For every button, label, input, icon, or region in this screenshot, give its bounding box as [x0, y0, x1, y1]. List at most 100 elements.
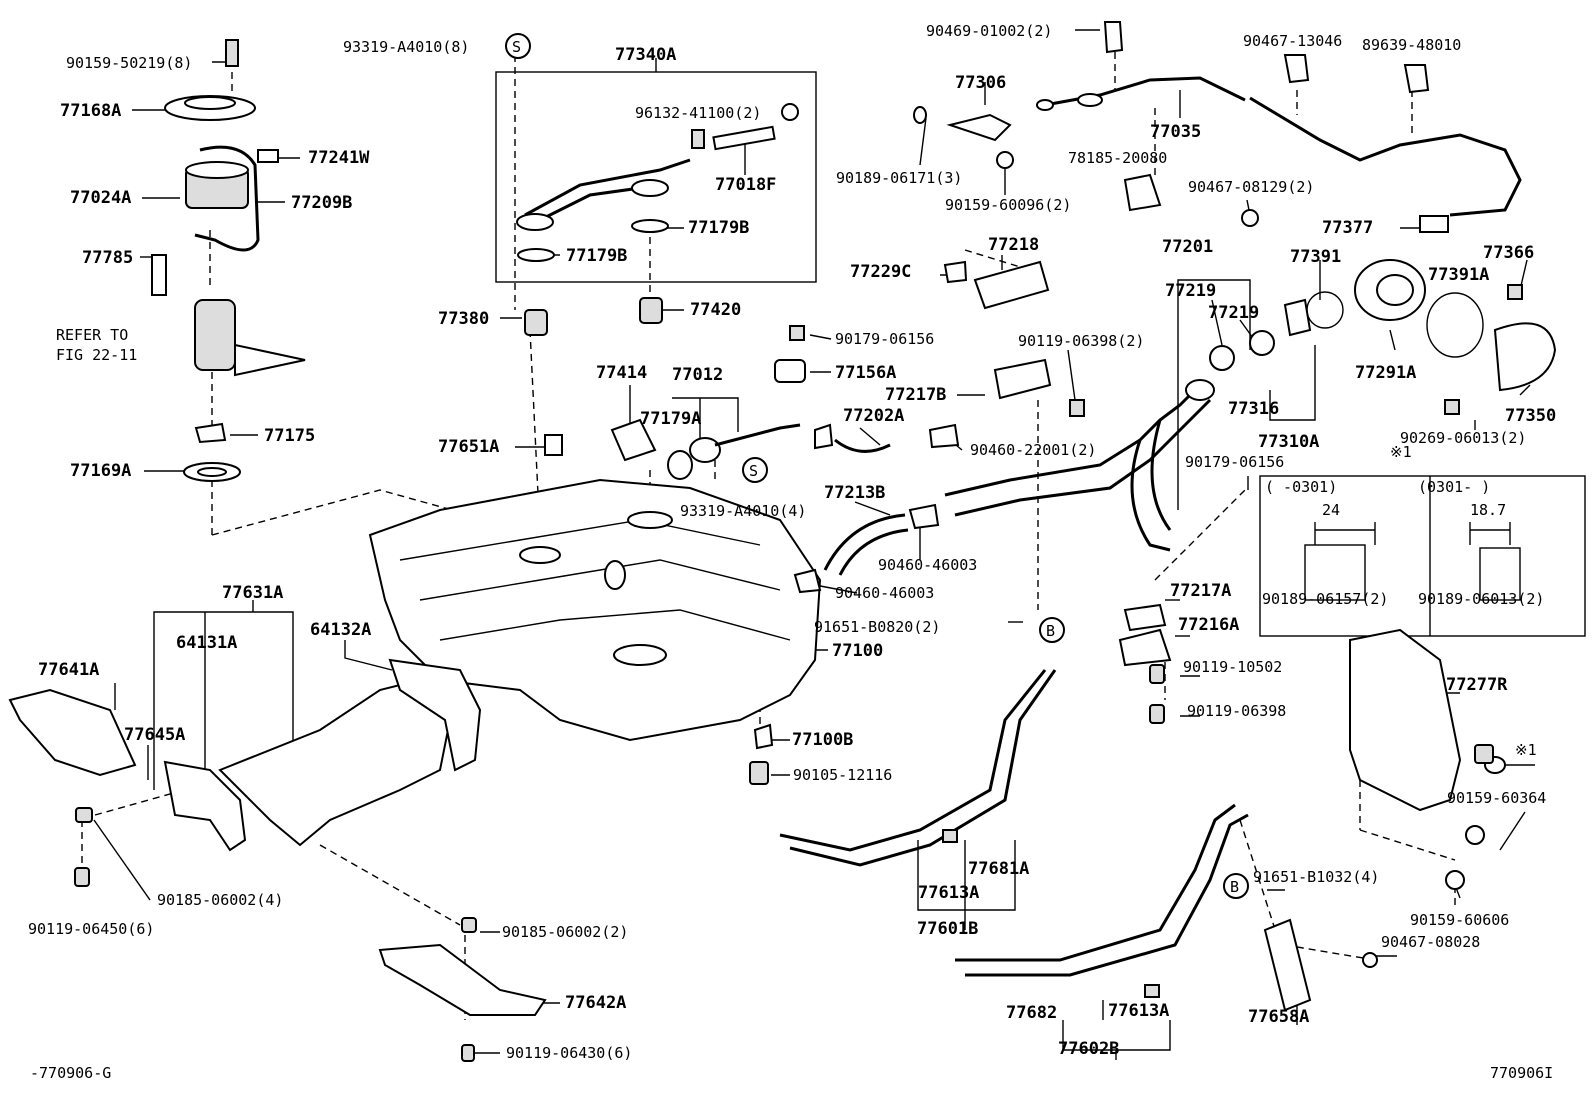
callout-label: 77168A	[60, 101, 121, 121]
callout-label: 90159-60096(2)	[945, 196, 1071, 214]
callout-label: 77018F	[715, 175, 776, 195]
callout-label: 77179B	[688, 218, 749, 238]
s-marker-top	[505, 33, 531, 59]
callout-label: -770906-G	[30, 1064, 111, 1082]
callout-label: 77631A	[222, 583, 283, 603]
callout-label: 77658A	[1248, 1007, 1309, 1027]
callout-label: 77613A	[1108, 1001, 1169, 1021]
callout-label: 77641A	[38, 660, 99, 680]
callout-label: 77156A	[835, 363, 896, 383]
callout-label: ( -0301)	[1265, 478, 1337, 496]
callout-label: ※1	[1390, 443, 1412, 461]
callout-label: 77682	[1006, 1003, 1057, 1023]
callout-label: 77219	[1208, 303, 1259, 323]
callout-label: 77785	[82, 248, 133, 268]
callout-label: 77645A	[124, 725, 185, 745]
parts	[8, 21, 1557, 1062]
callout-label: 77241W	[308, 148, 370, 168]
callout-label: 90185-06002(4)	[157, 891, 283, 909]
callout-label: 90185-06002(2)	[502, 923, 628, 941]
callout-label: 18.7	[1470, 501, 1506, 519]
filler-pipe	[944, 259, 1557, 552]
callout-label: 77217A	[1170, 581, 1231, 601]
callout-label: 77202A	[843, 406, 904, 426]
callout-label: 91651-B1032(4)	[1253, 868, 1379, 886]
callout-label: 77601B	[917, 919, 978, 939]
b-marker-bottom	[1223, 873, 1249, 899]
callout-label: 90119-06450(6)	[28, 920, 154, 938]
callout-label: 90105-12116	[793, 766, 892, 784]
sender-gauge	[516, 103, 799, 336]
callout-label: 77209B	[291, 193, 352, 213]
callout-label: 77175	[264, 426, 315, 446]
callout-label: 90460-46003	[835, 584, 934, 602]
callout-label: REFER TO	[56, 326, 128, 344]
callout-label: 77213B	[824, 483, 885, 503]
callout-label: 90469-01002(2)	[926, 22, 1052, 40]
callout-label: (0301- )	[1418, 478, 1490, 496]
callout-label: 77391	[1290, 247, 1341, 267]
callout-label: 90189-06013(2)	[1418, 590, 1544, 608]
callout-label: 77306	[955, 73, 1006, 93]
callout-label: 90460-46003	[878, 556, 977, 574]
callout-label: 90159-60364	[1447, 789, 1546, 807]
s-marker-mid	[742, 457, 768, 483]
callout-label: 90159-50219(8)	[66, 54, 192, 72]
callout-label: 90269-06013(2)	[1400, 429, 1526, 447]
callout-label: 93319-A4010(8)	[343, 38, 469, 56]
callout-label: 77414	[596, 363, 647, 383]
callout-label: 89639-48010	[1362, 36, 1461, 54]
callout-label: 90159-60606	[1410, 911, 1509, 929]
callout-label: 77613A	[918, 883, 979, 903]
callout-label: 77277R	[1446, 675, 1508, 695]
opener-cable	[913, 21, 1522, 233]
callout-label: 77377	[1322, 218, 1373, 238]
callout-label: 77218	[988, 235, 1039, 255]
s-marker-letter-1: S	[512, 38, 521, 56]
callout-label: 77035	[1150, 122, 1201, 142]
callout-label: 24	[1322, 501, 1340, 519]
callout-label: 90467-08129(2)	[1188, 178, 1314, 196]
fuel-pump-assembly	[151, 39, 306, 482]
callout-label: 90119-06430(6)	[506, 1044, 632, 1062]
callout-label: ※1	[1515, 741, 1537, 759]
callout-label: 78185-20080	[1068, 149, 1167, 167]
tank-protectors	[8, 658, 547, 1062]
callout-label: 77310A	[1258, 432, 1319, 452]
callout-label: 77602B	[1058, 1039, 1119, 1059]
vent-hoses	[610, 325, 940, 594]
callout-label: 90119-10502	[1183, 658, 1282, 676]
callout-label: 77340A	[615, 45, 676, 65]
callout-label: 77219	[1165, 281, 1216, 301]
callout-label: 64131A	[176, 633, 237, 653]
b-marker-letter-2: B	[1230, 878, 1239, 896]
callout-label: 77179B	[566, 246, 627, 266]
callout-label: 91651-B0820(2)	[814, 618, 940, 636]
callout-label: 90179-06156	[835, 330, 934, 348]
callout-label: 77169A	[70, 461, 131, 481]
callout-label: 77217B	[885, 385, 946, 405]
callout-label: 77366	[1483, 243, 1534, 263]
callout-label: 90460-22001(2)	[970, 441, 1096, 459]
callout-label: 90467-13046	[1243, 32, 1342, 50]
callout-label: 90189-06157(2)	[1262, 590, 1388, 608]
s-marker-letter-2: S	[749, 462, 758, 480]
circle-markers	[505, 33, 1249, 899]
callout-label: 77391A	[1428, 265, 1489, 285]
b-marker-letter-1: B	[1046, 622, 1055, 640]
callout-label: 90467-08028	[1381, 933, 1480, 951]
callout-label: 770906I	[1490, 1064, 1553, 1082]
callout-label: 96132-41100(2)	[635, 104, 761, 122]
callout-label: 77316	[1228, 399, 1279, 419]
callout-label: 77201	[1162, 237, 1213, 257]
callout-label: 77642A	[565, 993, 626, 1013]
callout-label: 90179-06156	[1185, 453, 1284, 471]
tank-bands	[779, 544, 1521, 1012]
callout-label: 77420	[690, 300, 741, 320]
callout-label: 77681A	[968, 859, 1029, 879]
callout-label: 77380	[438, 309, 489, 329]
callout-label: 77216A	[1178, 615, 1239, 635]
callout-label: 77100	[832, 641, 883, 661]
callout-label: 77024A	[70, 188, 131, 208]
